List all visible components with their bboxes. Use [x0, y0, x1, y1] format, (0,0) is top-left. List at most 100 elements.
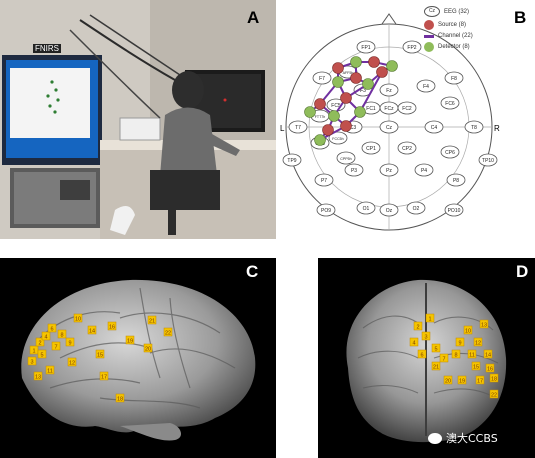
svg-text:CP1: CP1: [366, 146, 376, 152]
lateral-channel-1: 1: [29, 345, 39, 355]
fnirs-detector-8: [354, 106, 366, 118]
legend: Cz EEG (32) Source (8) Channel (22) Dete…: [424, 6, 510, 52]
fnirs-source-2: [368, 56, 380, 68]
svg-text:21: 21: [433, 365, 439, 371]
svg-text:16: 16: [109, 325, 115, 331]
legend-source-label: Source (8): [438, 22, 467, 28]
electrode-fp2: FP2: [402, 40, 422, 54]
svg-text:12: 12: [475, 341, 481, 347]
electrode-o2: O2: [406, 201, 426, 215]
svg-text:PO9: PO9: [321, 208, 331, 214]
panel-label-d: D: [516, 262, 529, 281]
electrode-p4: P4: [414, 163, 434, 177]
svg-text:20: 20: [145, 347, 151, 353]
svg-text:FP1: FP1: [361, 45, 370, 51]
svg-text:4: 4: [412, 341, 415, 347]
svg-text:1: 1: [32, 349, 35, 355]
svg-text:19: 19: [127, 339, 133, 345]
svg-text:8: 8: [454, 353, 457, 359]
right-side-label: R: [494, 124, 500, 133]
nose: [381, 13, 397, 25]
svg-text:F4: F4: [423, 84, 429, 90]
legend-eeg-symbol: Cz: [424, 6, 440, 17]
electrode-pz: Pz: [379, 163, 399, 177]
frontal-channel-7: 7: [439, 353, 449, 363]
svg-text:F8: F8: [451, 76, 457, 82]
frontal-channel-22: 22: [489, 389, 499, 399]
svg-text:6: 6: [50, 327, 53, 333]
electrode-oz: Oz: [379, 203, 399, 217]
frontal-channel-12: 12: [473, 337, 483, 347]
lateral-channel-19: 19: [125, 335, 135, 345]
frontal-channel-17: 17: [475, 375, 485, 385]
svg-text:Pz: Pz: [386, 168, 392, 174]
svg-text:C4: C4: [431, 125, 438, 131]
svg-text:P8: P8: [453, 178, 459, 184]
svg-text:21: 21: [149, 319, 155, 325]
electrode-fp1: FP1: [356, 40, 376, 54]
svg-text:F3: F3: [360, 88, 366, 94]
frontal-channel-15: 15: [471, 361, 481, 371]
svg-text:2: 2: [416, 325, 419, 331]
lateral-channel-21: 21: [147, 315, 157, 325]
electrode-t8: T8: [464, 120, 484, 134]
lateral-channel-2: 2: [35, 337, 45, 347]
electrode-cz: Cz: [379, 120, 399, 134]
electrode-f7: F7: [312, 71, 332, 85]
svg-text:FC6: FC6: [445, 101, 455, 107]
svg-text:15: 15: [473, 365, 479, 371]
svg-text:10: 10: [465, 329, 471, 335]
legend-detector-label: Detector (8): [438, 44, 470, 50]
lateral-channel-9: 9: [65, 337, 75, 347]
electrode-po10: PO10: [444, 203, 464, 217]
frontal-channel-5: 5: [431, 343, 441, 353]
svg-text:22: 22: [491, 393, 497, 399]
svg-text:8: 8: [60, 333, 63, 339]
watermark-text: 澳大CCBS: [446, 432, 498, 445]
legend-detector-marker: [424, 42, 434, 52]
svg-text:14: 14: [485, 353, 491, 359]
frontal-channel-2: 2: [413, 321, 423, 331]
svg-text:3: 3: [30, 360, 33, 366]
svg-text:10: 10: [75, 317, 81, 323]
svg-text:13: 13: [481, 323, 487, 329]
lateral-channel-17: 17: [99, 371, 109, 381]
fnirs-detector-2: [386, 60, 398, 72]
electrode-fz: Fz: [379, 83, 399, 97]
frontal-channel-10: 10: [463, 325, 473, 335]
fnirs-source-7: [322, 124, 334, 136]
svg-text:FP2: FP2: [407, 45, 416, 51]
frontal-channel-6: 6: [417, 349, 427, 359]
legend-source-marker: [424, 20, 434, 30]
fnirs-detector-6: [328, 110, 340, 122]
lateral-channel-16: 16: [107, 321, 117, 331]
fnirs-detector-3: [332, 76, 344, 88]
svg-text:14: 14: [89, 329, 95, 335]
svg-text:1: 1: [428, 317, 431, 323]
lateral-channel-3: 3: [27, 356, 37, 366]
svg-text:P3: P3: [351, 168, 357, 174]
fnirs-detector-1: [350, 56, 362, 68]
lateral-channel-8: 8: [57, 329, 67, 339]
fnirs-source-1: [332, 62, 344, 74]
svg-text:FCC5h: FCC5h: [332, 137, 343, 141]
svg-text:Cz: Cz: [386, 125, 393, 131]
svg-text:5: 5: [434, 347, 437, 353]
electrode-cp2: CP2: [397, 141, 417, 155]
svg-text:15: 15: [97, 353, 103, 359]
svg-text:3: 3: [424, 335, 427, 341]
watermark: 澳大CCBS: [428, 430, 498, 446]
electrode-tp9: TP9: [282, 153, 302, 167]
electrode-fc2: FC2: [397, 101, 417, 115]
frontal-channel-20: 20: [443, 375, 453, 385]
electrode-cpp5h: CPP5h: [336, 151, 356, 165]
frontal-channel-13: 13: [479, 319, 489, 329]
cerebellum-shape: [120, 423, 182, 441]
electrode-cp1: CP1: [361, 141, 381, 155]
lateral-channel-5: 5: [37, 349, 47, 359]
